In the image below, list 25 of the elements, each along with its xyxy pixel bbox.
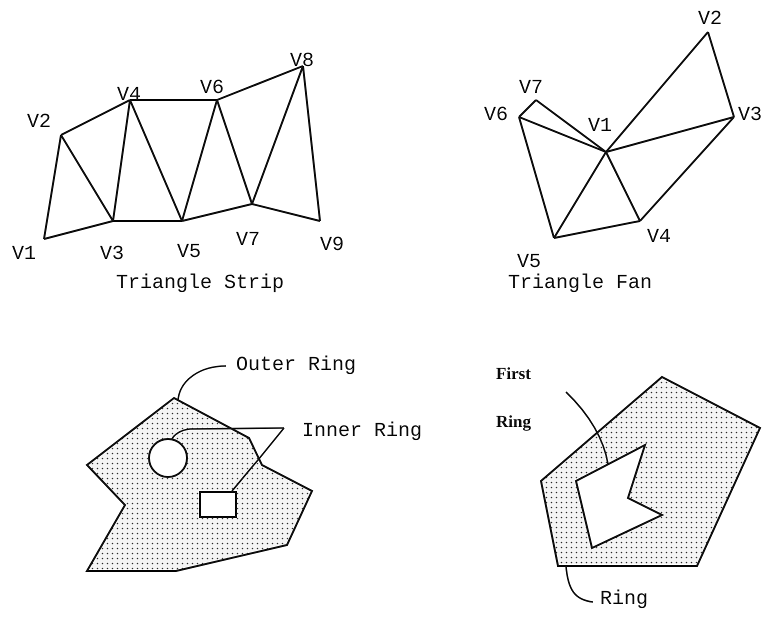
vertex-label: V4 [647,228,672,248]
vertex-label: V5 [517,253,542,273]
vertex-label: V3 [738,106,762,126]
vertex-label: V2 [698,10,722,30]
leader-line [565,566,594,603]
vertex-label: V1 [12,245,36,265]
vertex-label: V1 [588,117,612,137]
vertex-label: V6 [200,79,224,99]
vertex-label: V7 [236,231,260,251]
leader-line [177,365,226,400]
ring-label: Outer Ring [236,356,356,376]
vertex-label: V8 [290,52,314,72]
diagram-caption: Triangle Strip [116,274,284,294]
vertex-label: V9 [320,236,344,256]
ring-label: Inner Ring [302,422,422,442]
vertex-label: V6 [484,106,508,126]
vertex-label: V5 [177,243,202,263]
vertex-label: V2 [27,113,52,133]
ring-label: First Ring [496,350,540,446]
ring-label: Ring [600,590,648,610]
vertex-label: V4 [117,86,142,106]
vertex-label: V7 [519,79,544,99]
vertex-label: V3 [100,245,124,265]
leader-line [565,391,609,464]
diagram-caption: Triangle Fan [508,274,652,294]
